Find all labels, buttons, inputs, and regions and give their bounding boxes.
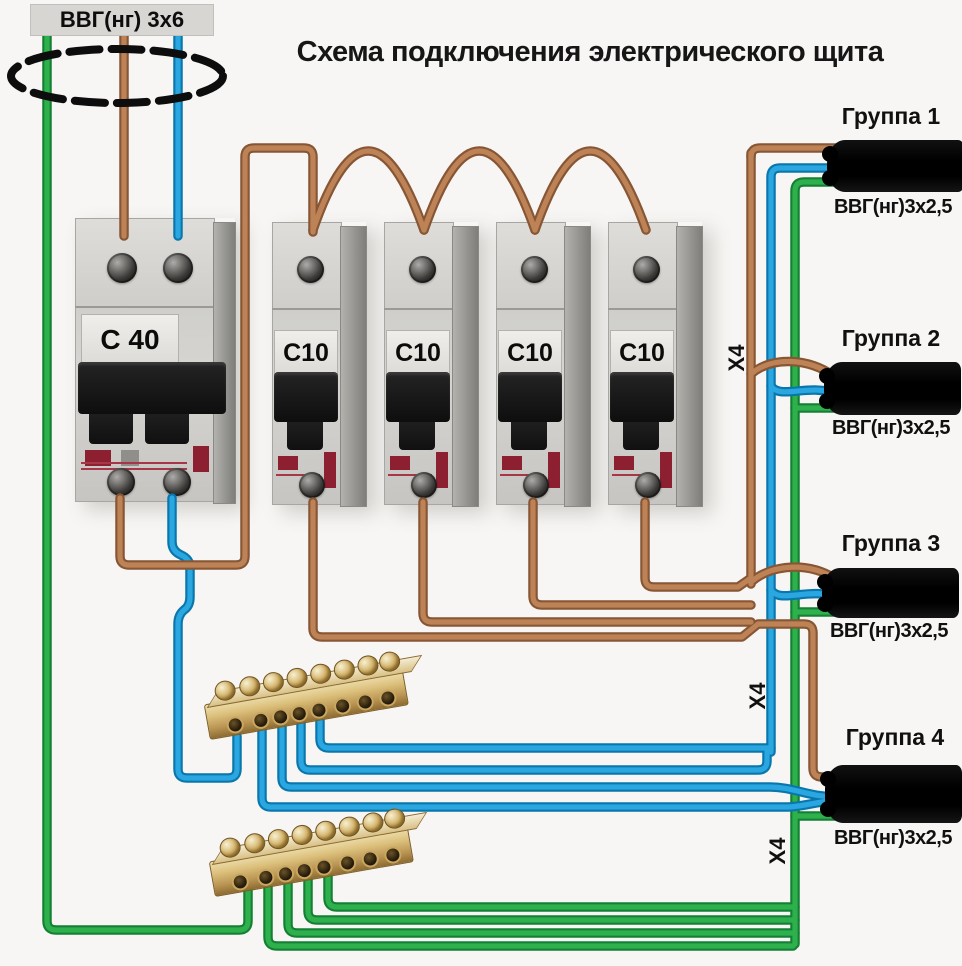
breaker-side-face	[452, 226, 479, 507]
cable-highlight-ellipse	[7, 45, 227, 107]
breaker-toggle	[386, 372, 450, 422]
busbar-hole	[362, 851, 378, 867]
bus-connector-label-x4: Х4	[745, 682, 770, 710]
breaker-rating-panel: C10	[274, 330, 338, 376]
group-1-cable-block	[822, 140, 962, 192]
busbar-hole	[232, 874, 248, 890]
neutral-busbar	[203, 649, 423, 740]
marking	[436, 452, 448, 488]
incoming-cable-label: ВВГ(нг) 3х6	[30, 4, 214, 36]
diagram-title: Схема подключения электрического щита	[296, 36, 884, 68]
breaker-rating-panel: C10	[386, 330, 450, 376]
group-4-label: Группа 4	[845, 724, 945, 750]
busbar-hole	[340, 855, 356, 871]
busbar-hole	[253, 712, 269, 728]
breaker-groove	[496, 308, 564, 310]
marking	[502, 456, 522, 470]
group-3-cable-block	[817, 568, 959, 618]
marking	[193, 446, 209, 472]
breaker-groove	[75, 306, 213, 308]
terminal-screw	[163, 468, 191, 496]
breaker-toggle-handle	[399, 422, 435, 450]
terminal-screw	[297, 256, 324, 283]
group-4-cable-block	[820, 765, 962, 823]
breaker-toggle	[274, 372, 338, 422]
breaker-toggle-handle	[145, 414, 189, 444]
breaker-rating-label: C10	[619, 338, 665, 367]
marking	[324, 452, 336, 488]
marking-line	[81, 462, 187, 464]
terminal-screw	[107, 253, 137, 283]
breaker-rating-label: C10	[395, 338, 441, 367]
terminal-screw	[523, 472, 549, 498]
branch-breaker-4: C10	[608, 222, 703, 507]
branch-breaker-1: C10	[272, 222, 367, 507]
breaker-toggle	[498, 372, 562, 422]
busbar-hole	[258, 869, 274, 885]
branch-breaker-2: C10	[384, 222, 479, 507]
breaker-rating-label: C10	[507, 338, 553, 367]
busbar-hole	[316, 859, 332, 875]
group-2-label: Группа 2	[841, 325, 941, 351]
busbar-hole	[273, 709, 289, 725]
terminal-screw	[163, 253, 193, 283]
busbar-hole	[311, 702, 327, 718]
breaker-toggle	[78, 362, 226, 414]
breaker-groove	[384, 308, 452, 310]
group-3-label: Группа 3	[841, 530, 941, 556]
marking-line	[612, 474, 656, 476]
breaker-groove	[608, 308, 676, 310]
marking	[548, 452, 560, 488]
group-2-cable-block	[819, 362, 961, 415]
marking	[278, 456, 298, 470]
breaker-rating-panel: C 40	[81, 314, 179, 366]
terminal-screw	[635, 472, 661, 498]
busbar-hole	[296, 863, 312, 879]
busbar-hole	[227, 717, 243, 733]
group-2-cable-label: ВВГ(нг)3х2,5	[831, 417, 951, 439]
busbar-hole	[291, 706, 307, 722]
bus-connector-label-x4: Х4	[765, 837, 790, 865]
group-1-cable-label: ВВГ(нг)3х2,5	[833, 196, 953, 218]
busbar-hole	[380, 690, 396, 706]
breaker-rating-label: C10	[283, 338, 329, 367]
breaker-groove	[272, 308, 340, 310]
marking-line	[500, 474, 544, 476]
terminal-screw	[107, 468, 135, 496]
breaker-toggle-handle	[287, 422, 323, 450]
group-1-label: Группа 1	[841, 103, 941, 129]
main-breaker-c40: C 40	[75, 218, 236, 504]
breaker-toggle	[610, 372, 674, 422]
breaker-side-face	[564, 226, 591, 507]
busbar-hole	[357, 694, 373, 710]
breaker-side-face	[340, 226, 367, 507]
breaker-rating-panel: C10	[610, 330, 674, 376]
marking-line	[388, 474, 432, 476]
terminal-screw	[633, 256, 660, 283]
breaker-toggle-handle	[89, 414, 133, 444]
busbar-hole	[335, 698, 351, 714]
branch-breaker-3: C10	[496, 222, 591, 507]
breaker-toggle-handle	[511, 422, 547, 450]
bus-connector-label-x4: Х4	[724, 344, 749, 372]
breaker-rating-panel: C10	[498, 330, 562, 376]
marking	[614, 456, 634, 470]
terminal-screw	[409, 256, 436, 283]
ground-busbar	[208, 806, 428, 897]
breaker-rating-label: C 40	[100, 324, 160, 355]
terminal-screw	[299, 472, 325, 498]
group-3-cable-label: ВВГ(нг)3х2,5	[829, 620, 949, 642]
busbar-hole	[385, 847, 401, 863]
terminal-screw	[411, 472, 437, 498]
marking	[390, 456, 410, 470]
terminal-screw	[521, 256, 548, 283]
breaker-side-face	[676, 226, 703, 507]
breaker-toggle-handle	[623, 422, 659, 450]
busbar-hole	[278, 866, 294, 882]
group-4-cable-label: ВВГ(нг)3х2,5	[833, 827, 953, 849]
marking	[660, 452, 672, 488]
